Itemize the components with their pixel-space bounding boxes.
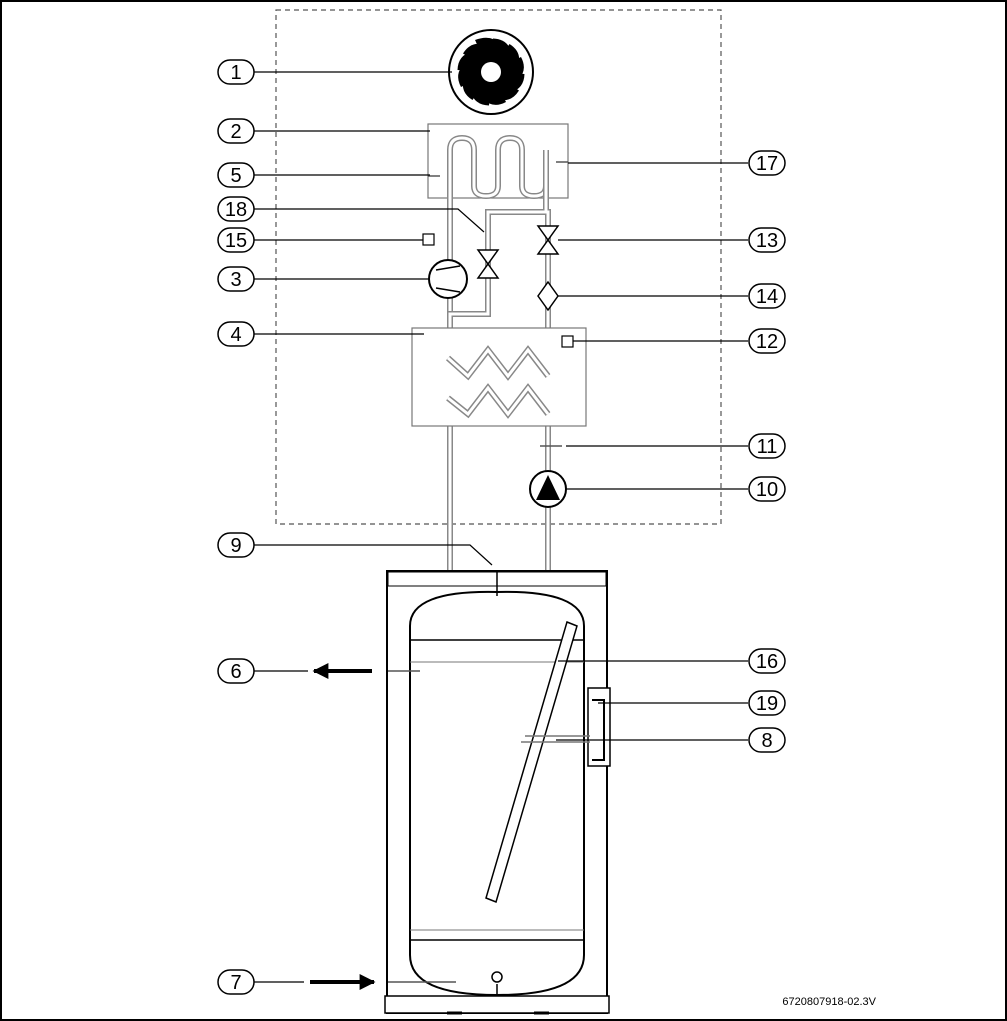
callout-3: 3 (217, 266, 255, 292)
callout-15: 15 (217, 227, 255, 253)
callout-1: 1 (217, 59, 255, 85)
callout-label: 9 (230, 535, 241, 557)
callout-label: 19 (756, 693, 778, 715)
callout-16: 16 (748, 648, 786, 674)
pump-icon (529, 470, 567, 508)
callout-label: 4 (230, 324, 241, 346)
compressor-icon (428, 259, 468, 299)
callout-label: 3 (230, 269, 241, 291)
callout-label: 16 (756, 651, 778, 673)
callout-label: 7 (230, 972, 241, 994)
callout-label: 1 (230, 62, 241, 84)
callout-label: 18 (225, 199, 247, 221)
figure-code: 6720807918-02.3V (782, 996, 876, 1008)
sensor-15 (422, 233, 435, 246)
callout-label: 2 (230, 121, 241, 143)
callout-18: 18 (217, 196, 255, 222)
callout-label: 12 (756, 331, 778, 353)
callout-11: 11 (748, 433, 786, 459)
callout-label: 5 (230, 165, 241, 187)
callout-19: 19 (748, 690, 786, 716)
callout-label: 10 (756, 479, 778, 501)
callout-label: 11 (757, 436, 778, 458)
callout-10: 10 (748, 476, 786, 502)
callout-14: 14 (748, 283, 786, 309)
callout-17: 17 (748, 150, 786, 176)
callout-label: 6 (230, 661, 241, 683)
callout-4: 4 (217, 321, 255, 347)
callout-5: 5 (217, 162, 255, 188)
water-tank (384, 570, 611, 1015)
callout-label: 14 (756, 286, 778, 308)
callout-7: 7 (217, 969, 255, 995)
callout-12: 12 (748, 328, 786, 354)
heat-pump-module-boundary (275, 9, 722, 525)
valve-18-icon (476, 249, 500, 279)
callout-2: 2 (217, 118, 255, 144)
callout-6: 6 (217, 658, 255, 684)
callout-9: 9 (217, 532, 255, 558)
callout-8: 8 (748, 727, 786, 753)
callout-label: 13 (756, 230, 778, 252)
valve-13-icon (536, 225, 560, 255)
callout-label: 17 (756, 153, 778, 175)
callout-label: 15 (225, 230, 247, 252)
sensor-12 (561, 335, 574, 348)
callout-13: 13 (748, 227, 786, 253)
callout-label: 8 (761, 730, 772, 752)
leader-lines (254, 71, 748, 983)
fan-icon (448, 29, 534, 115)
heat-exchanger (411, 327, 587, 427)
filter-14-icon (537, 280, 559, 312)
